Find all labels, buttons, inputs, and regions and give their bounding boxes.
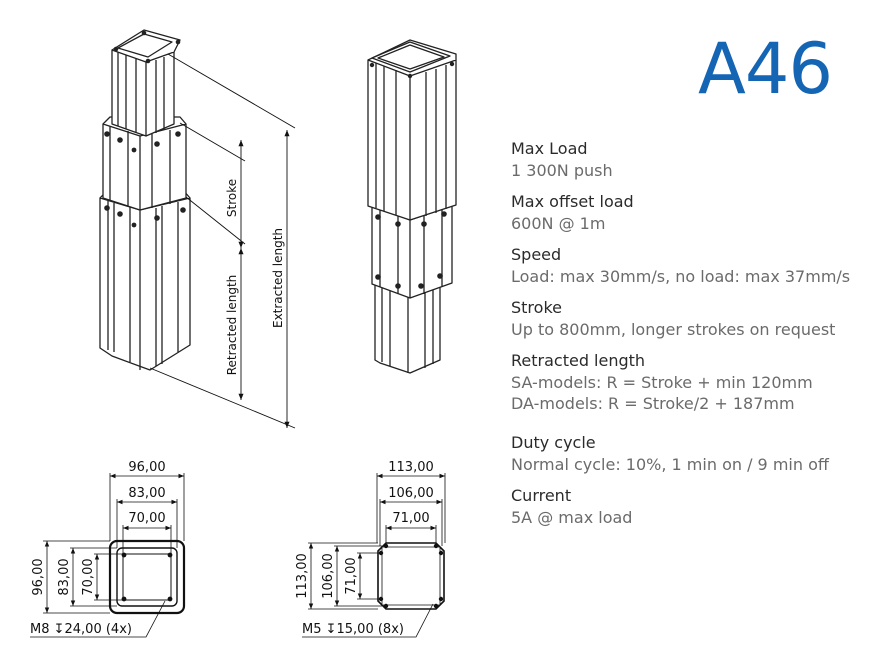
actuator-retracted-view bbox=[367, 39, 457, 374]
spec-label: Max offset load bbox=[511, 192, 634, 211]
left-dim-h-inner: 70,00 bbox=[128, 511, 165, 526]
spec-duty-cycle: Duty cycle Normal cycle: 10%, 1 min on /… bbox=[511, 432, 881, 475]
spec-label: Duty cycle bbox=[511, 433, 596, 452]
right-dim-h-outer: 113,00 bbox=[388, 460, 434, 475]
right-hole-note: M5 ↧15,00 (8x) bbox=[302, 622, 404, 637]
spec-label: Max Load bbox=[511, 139, 588, 158]
model-title: A46 bbox=[698, 28, 833, 110]
spec-speed: Speed Load: max 30mm/s, no load: max 37m… bbox=[511, 244, 881, 287]
left-dim-v-mid: 83,00 bbox=[57, 558, 72, 595]
right-dim-v-outer: 113,00 bbox=[295, 553, 310, 599]
spec-value: Load: max 30mm/s, no load: max 37mm/s bbox=[511, 267, 851, 286]
spec-value: DA-models: R = Stroke/2 + 187mm bbox=[511, 394, 795, 413]
left-hole-note: M8 ↧24,00 (4x) bbox=[30, 622, 132, 637]
stroke-dimension-label: Stroke bbox=[225, 179, 239, 217]
spec-label: Speed bbox=[511, 245, 562, 264]
left-dim-v-inner: 70,00 bbox=[81, 558, 96, 595]
side-view-dimension-lines bbox=[149, 53, 296, 429]
spec-stroke: Stroke Up to 800mm, longer strokes on re… bbox=[511, 297, 881, 340]
right-dim-v-inner: 71,00 bbox=[344, 557, 359, 594]
section-left-dimension-lines bbox=[30, 473, 185, 638]
spec-label: Stroke bbox=[511, 298, 562, 317]
spec-label: Retracted length bbox=[511, 351, 646, 370]
section-left-profile bbox=[108, 539, 186, 615]
actuator-extended-view bbox=[99, 29, 191, 371]
spec-current: Current 5A @ max load bbox=[511, 485, 881, 528]
spec-max-load: Max Load 1 300N push bbox=[511, 138, 881, 181]
spec-max-offset-load: Max offset load 600N @ 1m bbox=[511, 191, 881, 234]
spec-value: SA-models: R = Stroke + min 120mm bbox=[511, 373, 813, 392]
spec-value: 1 300N push bbox=[511, 161, 613, 180]
section-right-profile bbox=[377, 542, 445, 610]
spec-list: Max Load 1 300N push Max offset load 600… bbox=[511, 138, 881, 538]
spec-value: 5A @ max load bbox=[511, 508, 633, 527]
right-dim-h-inner: 71,00 bbox=[392, 511, 429, 526]
spec-value: Normal cycle: 10%, 1 min on / 9 min off bbox=[511, 455, 829, 474]
retracted-length-dimension-label: Retracted length bbox=[225, 275, 239, 376]
spec-value: 600N @ 1m bbox=[511, 214, 606, 233]
left-dim-h-mid: 83,00 bbox=[128, 486, 165, 501]
right-dim-v-mid: 106,00 bbox=[321, 553, 336, 599]
left-dim-h-outer: 96,00 bbox=[128, 460, 165, 475]
extracted-length-dimension-label: Extracted length bbox=[271, 228, 285, 328]
spec-label: Current bbox=[511, 486, 572, 505]
left-dim-v-outer: 96,00 bbox=[31, 558, 46, 595]
section-right-dimension-lines bbox=[302, 473, 446, 638]
spec-retracted-length: Retracted length SA-models: R = Stroke +… bbox=[511, 350, 881, 414]
right-dim-h-mid: 106,00 bbox=[388, 486, 434, 501]
spec-value: Up to 800mm, longer strokes on request bbox=[511, 320, 836, 339]
